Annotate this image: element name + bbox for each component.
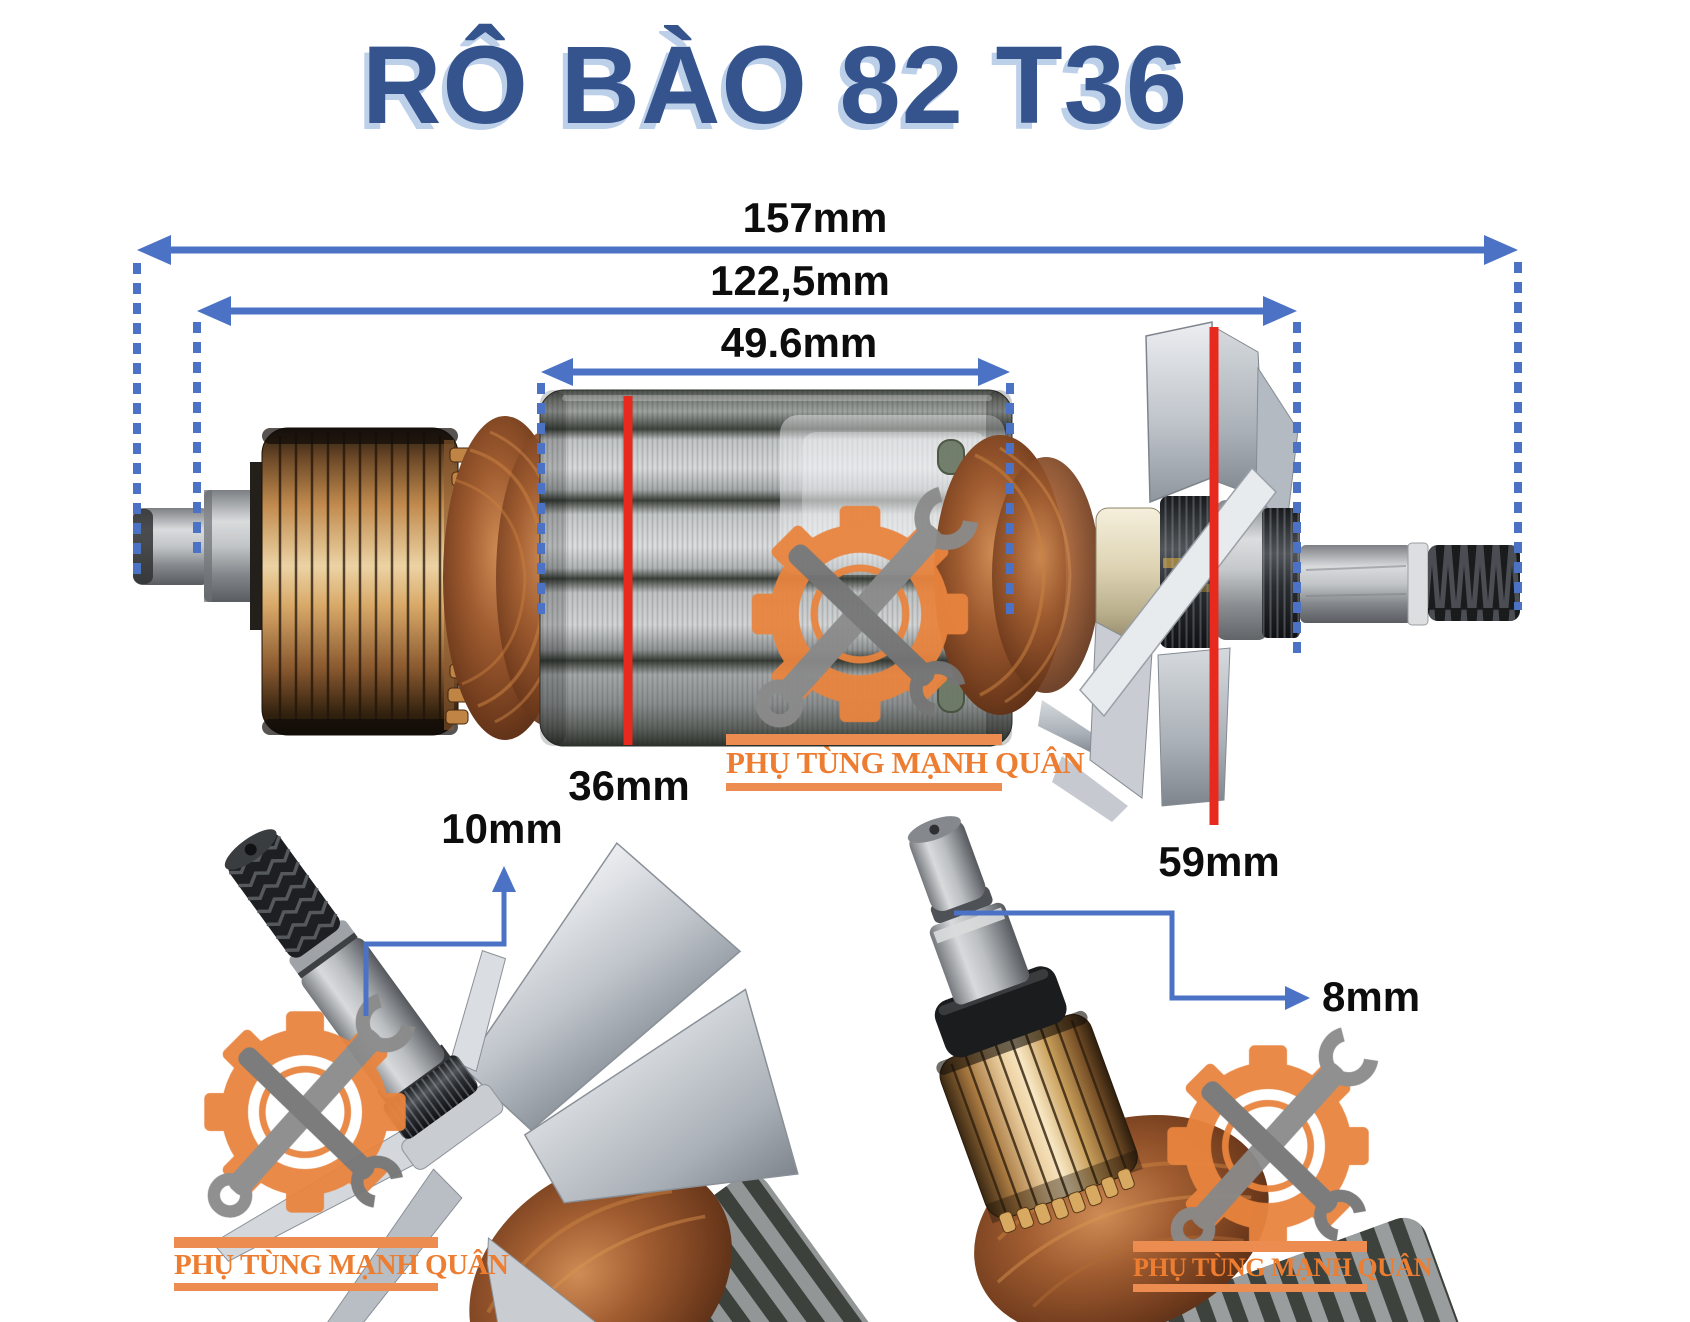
rear-shaft-detail-photo (907, 816, 1525, 1322)
watermark-bar (726, 734, 1002, 745)
page-title: RÔ BÀO 82 T36 (361, 24, 1189, 147)
brand-watermark: PHỤ TÙNG MẠNH QUÂN (726, 734, 1085, 791)
threaded-tip (1428, 545, 1520, 621)
rear-shaft (1300, 542, 1429, 626)
front-shaft-diameter-label: 10mm (441, 805, 563, 852)
right-winding (934, 435, 1100, 715)
gear-wrench-icon (1165, 1032, 1374, 1257)
brand-watermark: PHỤ TÙNG MẠNH QUÂN (174, 1237, 509, 1292)
watermark-bar (1133, 1284, 1367, 1293)
rear-shaft-diameter-label: 8mm (1322, 973, 1421, 1020)
watermark-bar (726, 782, 1002, 791)
overall-length-arrow (137, 235, 1518, 265)
front-shaft-detail-photo (211, 829, 904, 1322)
dimension-annotations (133, 235, 1522, 1016)
rear-shaft-callout (954, 910, 1310, 1010)
brand-watermark: PHỤ TÙNG MẠNH QUÂN (1133, 1241, 1432, 1293)
cooling-fan (1038, 321, 1300, 822)
core-length-label: 49.6mm (720, 319, 878, 366)
assembly-length-arrow (197, 296, 1297, 326)
watermark-bar (174, 1283, 438, 1292)
assembly-length-label: 122,5mm (710, 257, 890, 304)
core-length-arrow (541, 358, 1010, 386)
extension-lines (133, 262, 1522, 660)
fan-diameter-label: 59mm (1158, 838, 1280, 885)
watermark-text: PHỤ TÙNG MẠNH QUÂN (1133, 1253, 1432, 1282)
watermark-bar (174, 1237, 438, 1248)
front-shaft-callout (363, 866, 516, 1016)
main-rotor-photo (133, 321, 1520, 822)
watermark-bar (1133, 1241, 1367, 1252)
threaded-tip-detail (224, 829, 340, 958)
shaft-tip-detail (907, 816, 986, 912)
commutator (261, 427, 479, 736)
overall-length-label: 157mm (742, 194, 888, 241)
core-diameter-label: 36mm (568, 762, 690, 809)
watermark-text: PHỤ TÙNG MẠNH QUÂN (726, 745, 1085, 780)
watermark-text: PHỤ TÙNG MẠNH QUÂN (174, 1249, 509, 1281)
commutator-detail (936, 1010, 1143, 1234)
